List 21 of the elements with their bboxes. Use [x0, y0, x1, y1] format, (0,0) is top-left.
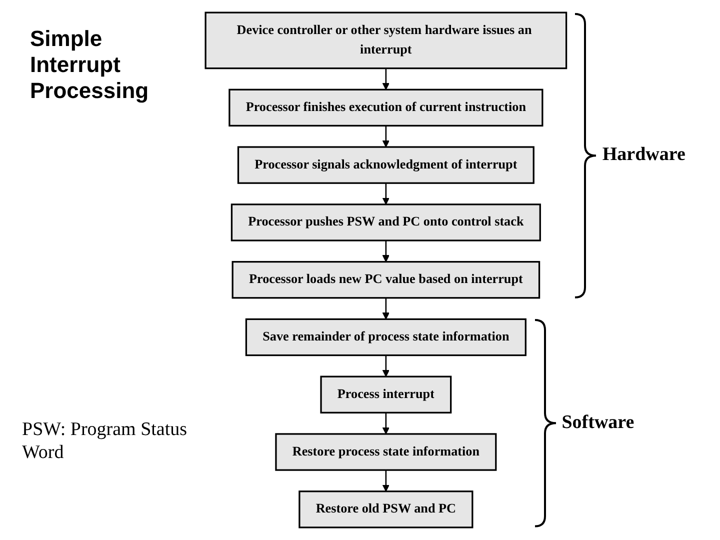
diagram-title: Simple Interrupt Processing	[30, 26, 150, 104]
section-heading: Software	[562, 412, 634, 434]
process-box: Device controller or other system hardware issues an interrupt	[204, 12, 568, 70]
arrow	[382, 183, 390, 205]
process-box: Restore process state information	[275, 433, 497, 471]
arrow	[382, 470, 390, 492]
process-box: Restore old PSW and PC	[298, 490, 474, 528]
process-box: Processor signals acknowledgment of interrupt	[237, 146, 534, 184]
arrow	[382, 355, 390, 377]
process-box: Processor pushes PSW and PC onto control stack	[230, 204, 542, 242]
process-box: Processor finishes execution of current instruction	[228, 88, 544, 127]
arrow	[382, 126, 390, 148]
process-box: Save remainder of process state information	[245, 318, 527, 356]
arrow	[382, 298, 390, 320]
process-box: Process interrupt	[320, 376, 452, 414]
process-box: Processor loads new PC value based on interrupt	[232, 260, 540, 299]
arrow	[382, 240, 390, 262]
arrow	[382, 68, 390, 90]
arrow	[382, 412, 390, 434]
section-heading: Hardware	[602, 144, 686, 166]
footnote: PSW: Program Status Word	[22, 418, 188, 464]
